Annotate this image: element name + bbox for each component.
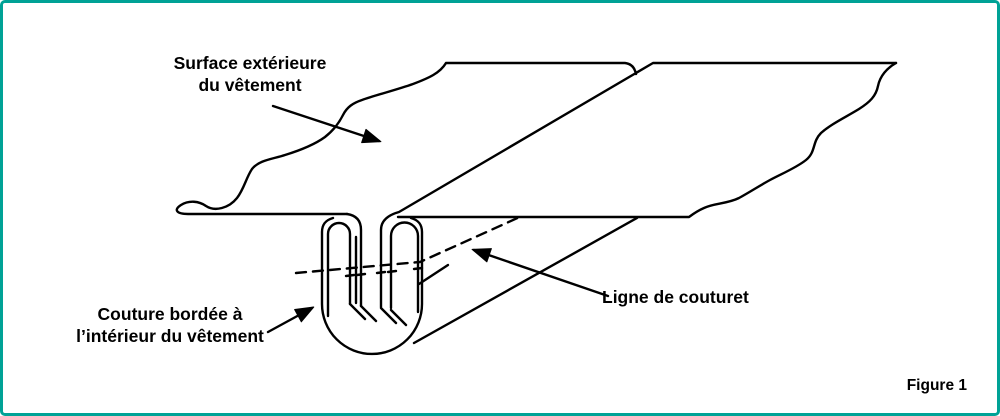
right-fabric-outline — [396, 61, 898, 219]
inner-fold-left-arch — [326, 221, 352, 318]
left-fabric-outline — [175, 61, 638, 216]
bound-seam-label-arrow-icon — [266, 306, 315, 334]
allowance-receding-stub — [417, 263, 450, 286]
seam-bottom-receding-line — [412, 216, 639, 345]
seam-line-label-arrow-icon — [471, 248, 610, 298]
label-outer-surface: Surface extérieure du vêtement — [155, 52, 345, 96]
label-bound-seam-line1: Couture bordée à — [97, 304, 243, 324]
raw-edge-sawtooth — [348, 302, 408, 327]
inner-fold-right-arch — [389, 221, 420, 314]
surface-label-arrow-icon — [271, 104, 382, 144]
label-seam-line-line1: Ligne de couturet — [602, 287, 749, 307]
label-bound-seam-line2: l’intérieur du vêtement — [76, 326, 264, 346]
label-seam-line: Ligne de couturet — [602, 286, 749, 308]
stitch-tick-marks — [344, 266, 424, 278]
figure-caption: Figure 1 — [906, 377, 967, 394]
label-bound-seam: Couture bordée à l’intérieur du vêtement — [60, 303, 280, 347]
left-fold-line — [345, 212, 363, 308]
binding-u-shape — [320, 216, 424, 356]
stitch-dashed-line — [294, 214, 524, 275]
label-outer-surface-line1: Surface extérieure — [173, 53, 327, 73]
label-outer-surface-line2: du vêtement — [198, 75, 302, 95]
seam-fold-diagonal — [379, 61, 898, 309]
